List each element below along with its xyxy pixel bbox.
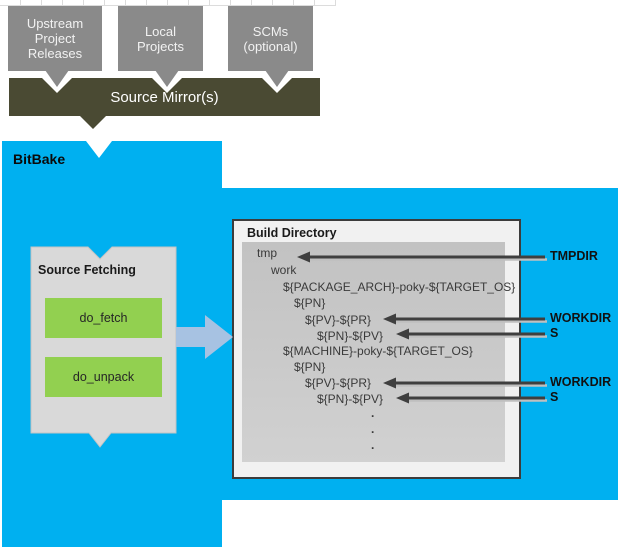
tree-line: ${PN}-${PV} — [317, 329, 384, 343]
scms-label: SCMs (optional) — [243, 23, 298, 54]
tree-line: work — [271, 263, 297, 277]
workdir-arrow-icon — [383, 313, 547, 325]
flow-arrow-icon — [176, 315, 233, 359]
local-projects-label: Local Projects — [137, 23, 184, 54]
bitbake-label: BitBake — [13, 151, 66, 167]
tree-line: ${PN} — [294, 360, 326, 374]
ellipsis-dot: . — [371, 422, 375, 436]
do-unpack-box — [45, 357, 162, 397]
workdir-arrow-icon — [383, 377, 547, 389]
tree-line: ${PN}-${PV} — [317, 392, 384, 406]
tree-line: ${PN} — [294, 296, 326, 310]
do-unpack-label: do_unpack — [72, 370, 135, 384]
upstream-tail-icon — [45, 70, 69, 87]
annotation-label-s: S — [550, 390, 559, 404]
tmpdir-arrow-icon — [297, 251, 547, 263]
tree-line: tmp — [257, 246, 278, 260]
s-arrow-icon — [396, 392, 547, 404]
directory-tree-panel — [242, 242, 505, 462]
annotation-label-tmpdir: TMPDIR — [550, 249, 598, 263]
do-fetch-box — [45, 298, 162, 338]
scms-tail-icon — [265, 70, 289, 87]
upstream-releases-box — [8, 6, 102, 71]
ellipsis-dot: . — [371, 406, 375, 420]
source-fetching-box — [30, 246, 177, 448]
ellipsis-dot: . — [371, 438, 375, 452]
tree-line: ${PV}-${PR} — [305, 313, 372, 327]
source-mirror-label: Source Mirror(s) — [110, 88, 219, 106]
local-projects-box — [118, 6, 203, 71]
tree-line: ${MACHINE}-poky-${TARGET_OS} — [283, 344, 473, 358]
annotation-label-workdir: WORKDIR — [550, 311, 612, 325]
annotation-label-workdir: WORKDIR — [550, 375, 612, 389]
s-arrow-icon — [396, 328, 547, 340]
build-directory-title: Build Directory — [247, 226, 337, 240]
do-fetch-label: do_fetch — [79, 311, 128, 325]
grid-ticks — [0, 0, 336, 6]
mirror-tail-icon — [80, 116, 106, 129]
source-fetching-title: Source Fetching — [38, 263, 136, 277]
local-tail-icon — [155, 70, 179, 87]
scms-box — [228, 6, 313, 71]
tree-line: ${PACKAGE_ARCH}-poky-${TARGET_OS} — [283, 280, 516, 294]
upstream-releases-label: Upstream Project Releases — [26, 16, 84, 61]
tree-line: ${PV}-${PR} — [305, 376, 372, 390]
annotation-label-s: S — [550, 326, 559, 340]
